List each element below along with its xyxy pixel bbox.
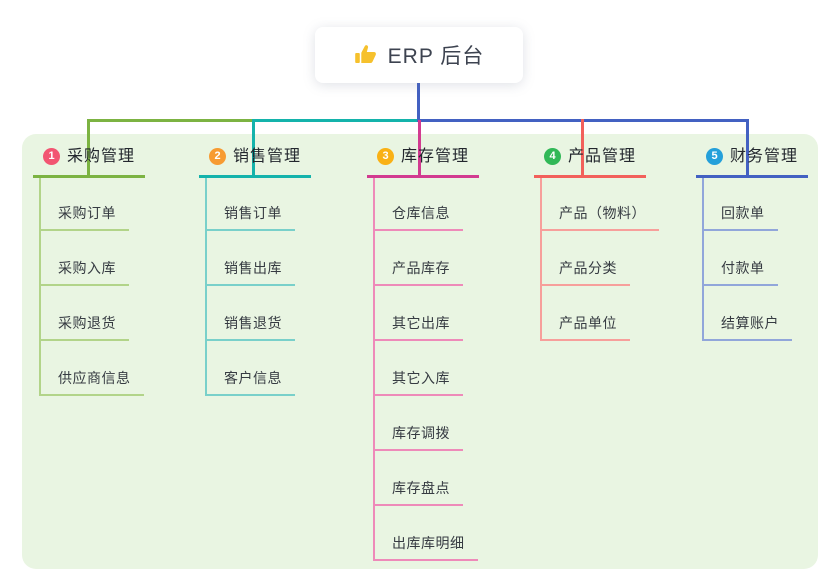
children-list: 采购订单采购入库采购退货供应商信息	[39, 177, 144, 396]
drop-line-inventory	[418, 120, 421, 177]
mindmap-child-node[interactable]: 回款单	[704, 178, 792, 231]
child-node-label: 产品库存	[375, 258, 463, 286]
thumbs-up-icon	[354, 45, 376, 64]
branch-node-label: 库存管理	[401, 147, 470, 165]
child-node-label: 采购入库	[41, 258, 129, 286]
child-node-label: 采购订单	[41, 203, 129, 231]
child-node-label: 出库库明细	[375, 533, 478, 561]
mindmap-child-node[interactable]: 采购订单	[41, 178, 144, 231]
branch-node-product[interactable]: 4 产品管理	[534, 147, 647, 178]
mindmap-background-panel	[22, 134, 818, 569]
branch-number-badge: 1	[43, 147, 60, 165]
branch-node-label: 采购管理	[67, 147, 136, 165]
branch-number-badge: 5	[706, 147, 723, 165]
child-node-label: 回款单	[704, 203, 778, 231]
children-list: 仓库信息产品库存其它出库其它入库库存调拨库存盘点出库库明细	[373, 177, 478, 561]
mindmap-child-node[interactable]: 客户信息	[207, 341, 295, 396]
branch-node-purchase[interactable]: 1 采购管理	[33, 147, 146, 178]
child-node-label: 其它出库	[375, 313, 463, 341]
drop-line-finance	[746, 119, 749, 176]
child-node-label: 销售订单	[207, 203, 295, 231]
child-node-label: 结算账户	[704, 313, 792, 341]
branch-number-badge: 3	[377, 147, 394, 165]
mindmap-child-node[interactable]: 产品（物料）	[542, 178, 659, 231]
branch-number-badge: 2	[209, 147, 226, 165]
mindmap-child-node[interactable]: 库存盘点	[375, 451, 478, 506]
mindmap-child-node[interactable]: 出库库明细	[375, 506, 478, 561]
branch-node-label: 财务管理	[730, 147, 799, 165]
children-list: 产品（物料） 产品分类产品单位	[540, 177, 659, 341]
mindmap-child-node[interactable]: 产品分类	[542, 231, 659, 286]
mindmap-child-node[interactable]: 销售退货	[207, 286, 295, 341]
bus-segment-sales	[252, 119, 419, 122]
root-node-label: ERP 后台	[387, 45, 485, 68]
mindmap-child-node[interactable]: 采购入库	[41, 231, 144, 286]
child-node-label: 采购退货	[41, 313, 129, 341]
child-node-label: 其它入库	[375, 368, 463, 396]
child-node-label: 产品（物料）	[542, 203, 659, 231]
mindmap-child-node[interactable]: 销售出库	[207, 231, 295, 286]
mindmap-child-node[interactable]: 仓库信息	[375, 178, 478, 231]
branch-product: 4 产品管理 产品（物料） 产品分类产品单位	[534, 146, 659, 341]
children-list: 销售订单销售出库销售退货客户信息	[205, 177, 295, 396]
mindmap-child-node[interactable]: 销售订单	[207, 178, 295, 231]
mindmap-child-node[interactable]: 其它入库	[375, 341, 478, 396]
branch-node-label: 销售管理	[233, 147, 302, 165]
child-node-label: 销售退货	[207, 313, 295, 341]
mindmap-child-node[interactable]: 库存调拨	[375, 396, 478, 451]
child-node-label: 销售出库	[207, 258, 295, 286]
branch-sales: 2 销售管理 销售订单销售出库销售退货客户信息	[199, 146, 312, 396]
branch-node-sales[interactable]: 2 销售管理	[199, 147, 312, 178]
child-node-label: 付款单	[704, 258, 778, 286]
child-node-label: 产品单位	[542, 313, 630, 341]
branch-node-inventory[interactable]: 3 库存管理	[367, 147, 480, 178]
mindmap-child-node[interactable]: 其它出库	[375, 286, 478, 341]
mindmap-child-node[interactable]: 结算账户	[704, 286, 792, 341]
branch-node-label: 产品管理	[568, 147, 637, 165]
branch-number-badge: 4	[544, 147, 561, 165]
mindmap-child-node[interactable]: 付款单	[704, 231, 792, 286]
branch-finance: 5 财务管理 回款单付款单结算账户	[696, 146, 809, 341]
child-node-label: 库存调拨	[375, 423, 463, 451]
root-node[interactable]: ERP 后台	[315, 27, 523, 83]
branch-inventory: 3 库存管理 仓库信息产品库存其它出库其它入库库存调拨库存盘点出库库明细	[367, 146, 480, 561]
drop-line-sales	[252, 119, 255, 176]
mindmap-child-node[interactable]: 产品单位	[542, 286, 659, 341]
drop-line-purchase	[87, 119, 90, 176]
children-list: 回款单付款单结算账户	[702, 177, 792, 341]
root-connector-line	[417, 83, 420, 120]
branch-purchase: 1 采购管理 采购订单采购入库采购退货供应商信息	[33, 146, 146, 396]
child-node-label: 库存盘点	[375, 478, 463, 506]
child-node-label: 供应商信息	[41, 368, 144, 396]
mindmap-child-node[interactable]: 采购退货	[41, 286, 144, 341]
drop-line-product	[581, 119, 584, 176]
bus-segment-purchase	[87, 119, 254, 122]
branch-node-finance[interactable]: 5 财务管理	[696, 147, 809, 178]
mindmap-child-node[interactable]: 供应商信息	[41, 341, 144, 396]
child-node-label: 客户信息	[207, 368, 295, 396]
mindmap-child-node[interactable]: 产品库存	[375, 231, 478, 286]
child-node-label: 仓库信息	[375, 203, 463, 231]
child-node-label: 产品分类	[542, 258, 630, 286]
